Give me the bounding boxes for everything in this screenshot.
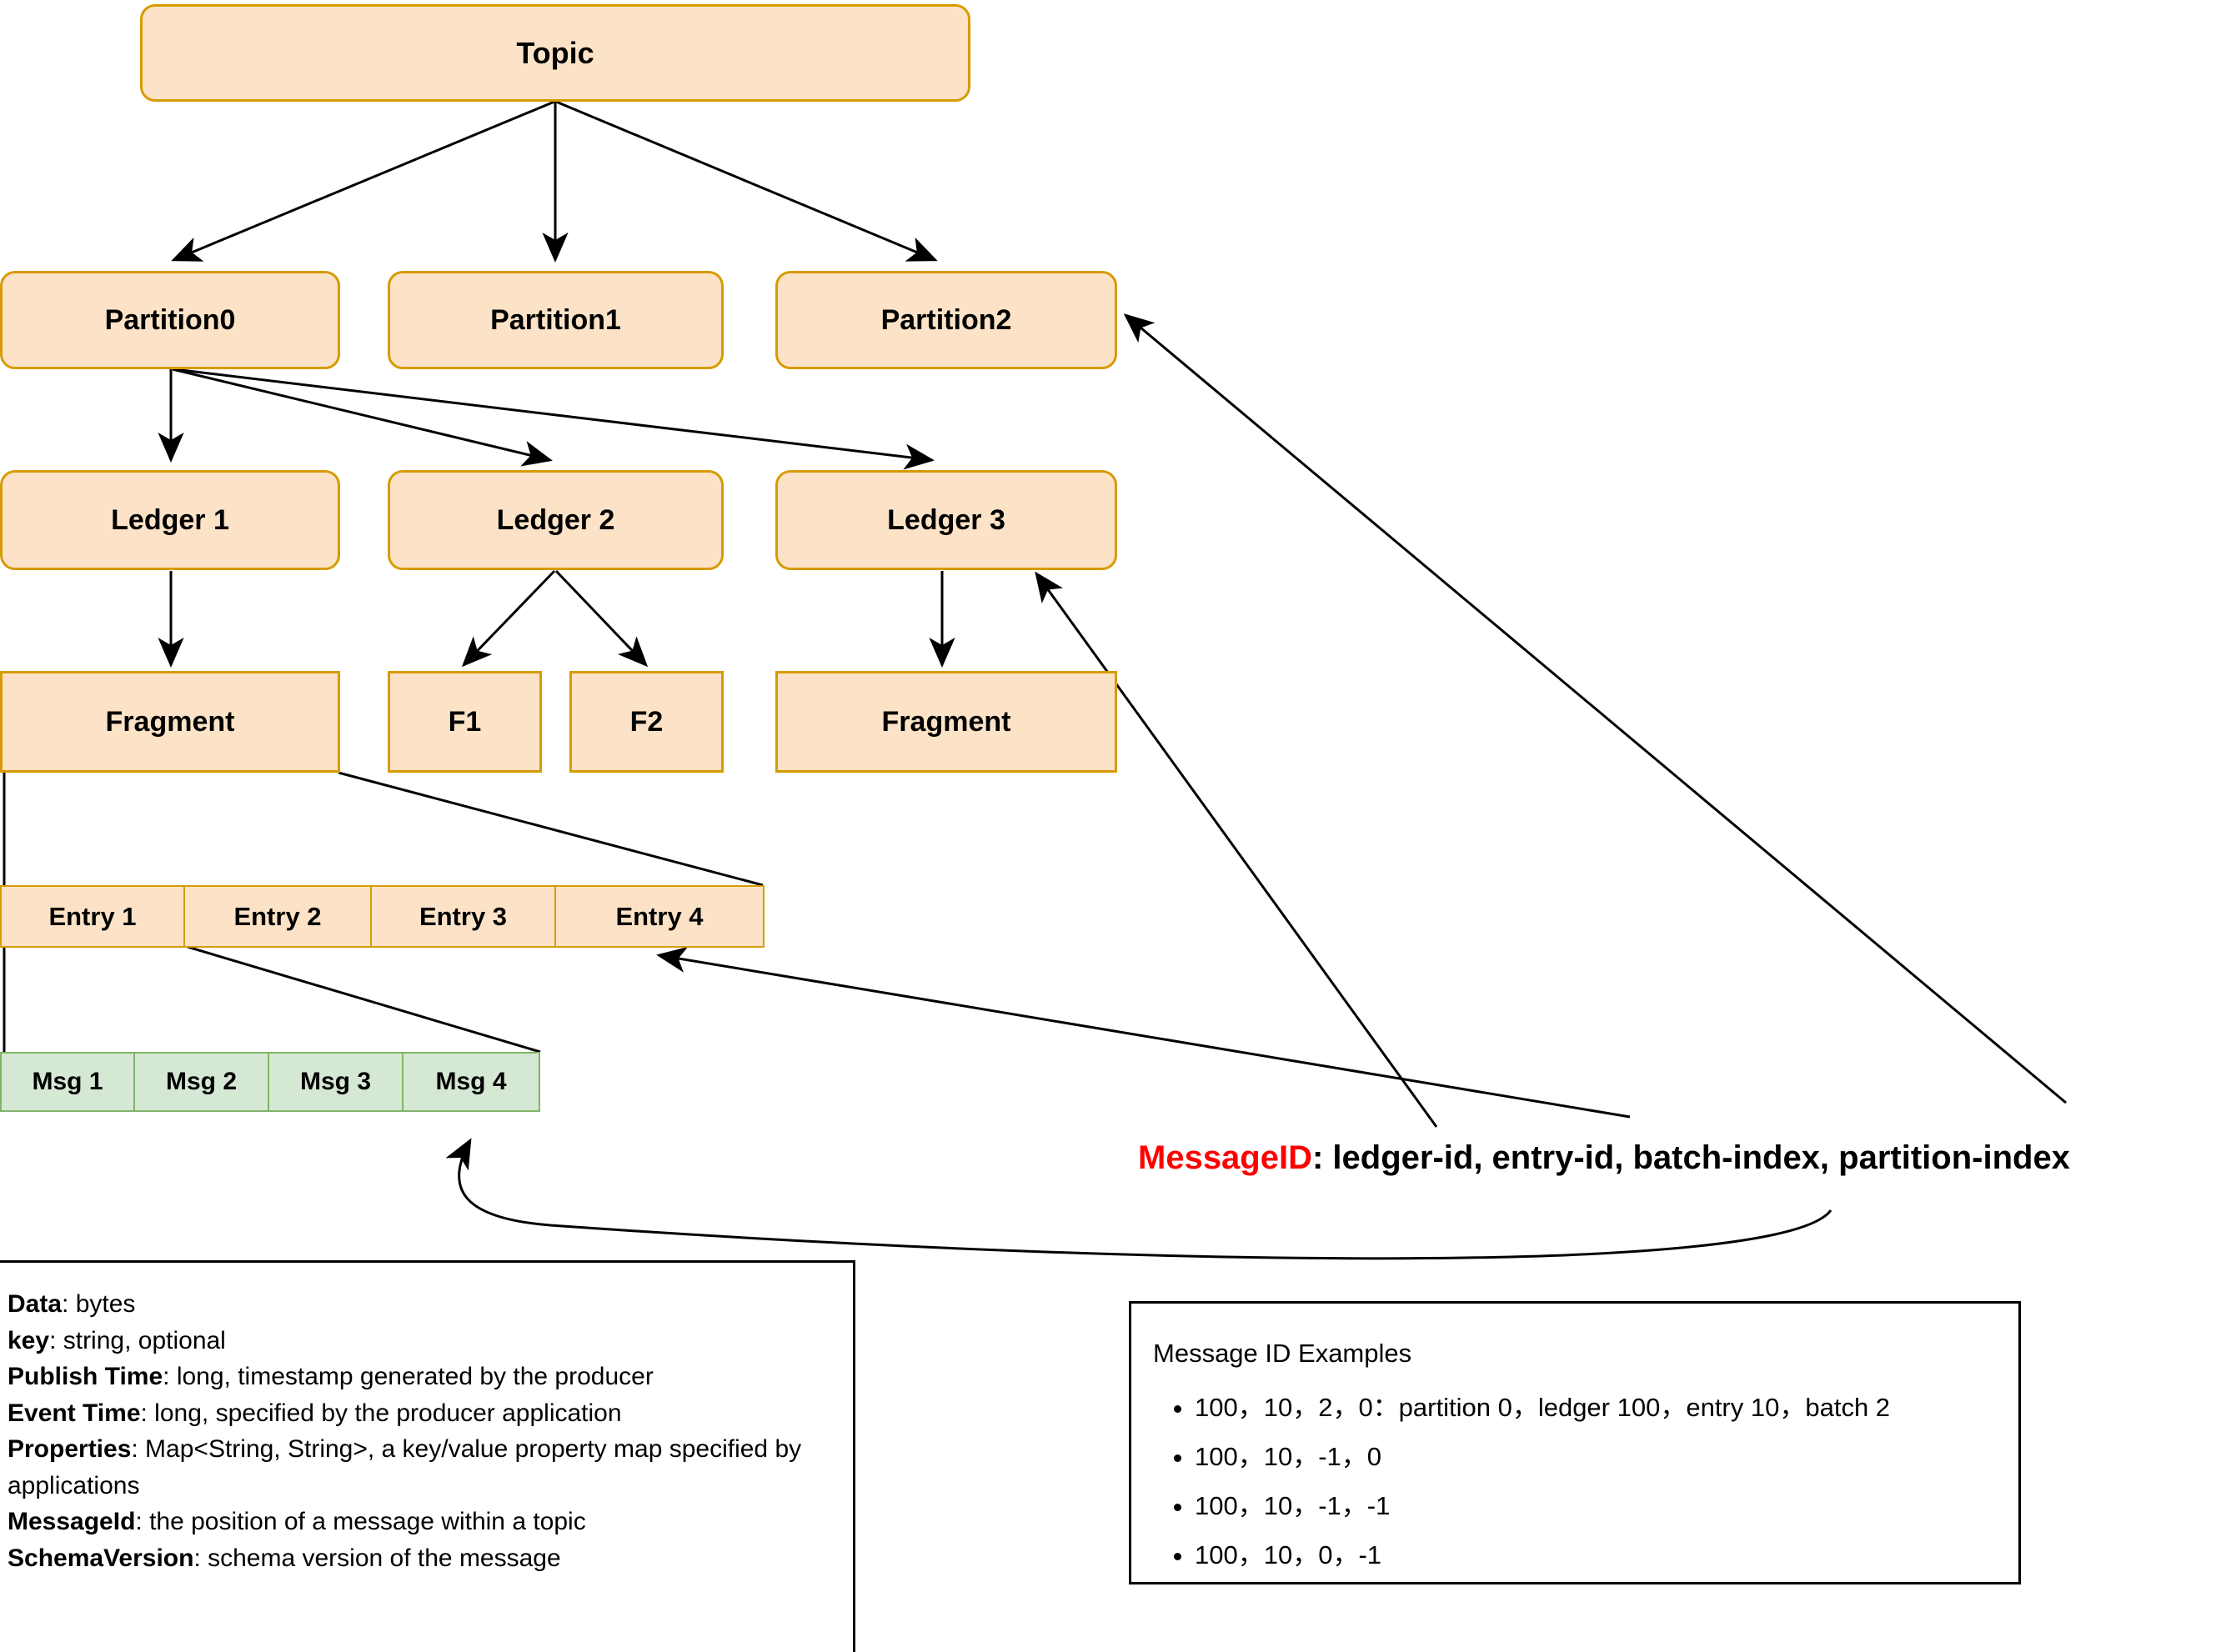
example-item: 100，10，-1，-1 (1195, 1482, 2002, 1531)
field-desc: : string, optional (49, 1326, 226, 1354)
field-desc: : long, timestamp generated by the produ… (163, 1363, 654, 1390)
entry-strip: Entry 1 Entry 2 Entry 3 Entry 4 (0, 885, 765, 948)
edge-partition0-to-ledger3 (173, 368, 935, 470)
field-row: Properties: Map<String, String>, a key/v… (8, 1431, 845, 1468)
message-cell-1[interactable]: Msg 1 (0, 1052, 135, 1112)
field-row: Event Time: long, specified by the produ… (8, 1395, 845, 1432)
field-row-continuation: applications (8, 1468, 845, 1504)
message-cell-4-label: Msg 4 (435, 1068, 507, 1095)
edge-fragment1-to-entries (3, 771, 764, 887)
message-cell-3[interactable]: Msg 3 (268, 1052, 404, 1112)
node-partition2[interactable]: Partition2 (775, 271, 1117, 369)
field-row: SchemaVersion: schema version of the mes… (8, 1540, 845, 1577)
node-fragment-f2-label: F2 (629, 705, 664, 738)
message-id-examples-panel: Message ID Examples 100，10，2，0：partition… (1129, 1301, 2021, 1584)
node-fragment-f2[interactable]: F2 (569, 671, 724, 773)
field-desc: applications (8, 1471, 140, 1499)
message-strip: Msg 1 Msg 2 Msg 3 Msg 4 (0, 1052, 540, 1112)
node-fragment-f1[interactable]: F1 (388, 671, 542, 773)
entry-cell-1[interactable]: Entry 1 (0, 885, 185, 948)
node-fragment-ledger3[interactable]: Fragment (775, 671, 1117, 773)
field-desc: : bytes (62, 1290, 136, 1318)
edge-ledger2-to-f1 (461, 569, 556, 668)
field-desc: : Map<String, String>, a key/value prope… (131, 1435, 802, 1463)
edge-messageid-to-entry4 (656, 947, 1631, 1119)
edge-messageid-to-partition2 (1123, 313, 2067, 1104)
messageid-rest-text: : ledger-id, entry-id, batch-index, part… (1311, 1139, 2070, 1176)
node-ledger2[interactable]: Ledger 2 (388, 470, 724, 570)
messageid-callout: MessageID: ledger-id, entry-id, batch-in… (1138, 1139, 2070, 1177)
edge-ledger2-to-f2 (554, 569, 649, 668)
field-term: SchemaVersion (8, 1544, 194, 1572)
messageid-accent-text: MessageID (1138, 1139, 1312, 1176)
edge-topic-to-partition0 (171, 100, 555, 262)
node-ledger2-label: Ledger 2 (496, 503, 615, 536)
field-term: Event Time (8, 1399, 141, 1427)
message-cell-4[interactable]: Msg 4 (402, 1052, 540, 1112)
examples-list: 100，10，2，0：partition 0，ledger 100，entry … (1153, 1384, 2002, 1580)
field-term: Publish Time (8, 1363, 163, 1390)
node-partition0-label: Partition0 (104, 303, 236, 336)
message-cell-3-label: Msg 3 (299, 1068, 372, 1095)
node-fragment-ledger1-label: Fragment (105, 705, 235, 738)
node-ledger3[interactable]: Ledger 3 (775, 470, 1117, 570)
examples-panel-title: Message ID Examples (1153, 1339, 1412, 1368)
example-item: 100，10，-1，0 (1195, 1433, 2002, 1482)
entry-cell-3-label: Entry 3 (419, 901, 508, 931)
field-row: Data: bytes (8, 1286, 845, 1323)
node-partition1-label: Partition1 (490, 303, 621, 336)
node-ledger3-label: Ledger 3 (887, 503, 1005, 536)
node-ledger1-label: Ledger 1 (111, 503, 229, 536)
entry-cell-3[interactable]: Entry 3 (370, 885, 556, 948)
edge-messageid-to-ledger3 (1035, 571, 1438, 1128)
edge-entry1-to-messages (3, 945, 541, 1054)
node-partition0[interactable]: Partition0 (0, 271, 340, 369)
message-fields-panel: Data: bytes key: string, optional Publis… (0, 1260, 855, 1652)
edge-partition0-to-ledger2 (172, 368, 553, 467)
example-item: 100，10，2，0：partition 0，ledger 100，entry … (1195, 1384, 2002, 1433)
field-row: key: string, optional (8, 1323, 845, 1359)
edge-topic-to-partition2 (555, 100, 938, 262)
message-cell-1-label: Msg 1 (32, 1068, 103, 1095)
node-partition1[interactable]: Partition1 (388, 271, 724, 369)
node-topic[interactable]: Topic (140, 4, 970, 102)
field-term: Properties (8, 1435, 132, 1463)
field-desc: : the position of a message within a top… (135, 1508, 586, 1535)
entry-cell-2-label: Entry 2 (233, 901, 322, 931)
field-row: MessageId: the position of a message wit… (8, 1504, 845, 1540)
entry-cell-1-label: Entry 1 (48, 901, 137, 931)
field-row: Publish Time: long, timestamp generated … (8, 1359, 845, 1395)
field-desc: : long, specified by the producer applic… (140, 1399, 622, 1427)
field-term: MessageId (8, 1508, 136, 1535)
entry-cell-4[interactable]: Entry 4 (554, 885, 765, 948)
node-fragment-ledger1[interactable]: Fragment (0, 671, 340, 773)
node-topic-label: Topic (516, 35, 594, 70)
message-cell-2-label: Msg 2 (165, 1068, 238, 1095)
entry-cell-2[interactable]: Entry 2 (183, 885, 372, 948)
message-cell-2[interactable]: Msg 2 (133, 1052, 269, 1112)
example-item: 100，10，0，-1 (1195, 1531, 2002, 1580)
node-partition2-label: Partition2 (880, 303, 1012, 336)
entry-cell-4-label: Entry 4 (615, 901, 704, 931)
field-desc: : schema version of the message (193, 1544, 561, 1572)
field-term: key (8, 1326, 50, 1354)
node-fragment-ledger3-label: Fragment (881, 705, 1011, 738)
node-ledger1[interactable]: Ledger 1 (0, 470, 340, 570)
node-fragment-f1-label: F1 (448, 705, 482, 738)
field-term: Data (8, 1290, 63, 1318)
